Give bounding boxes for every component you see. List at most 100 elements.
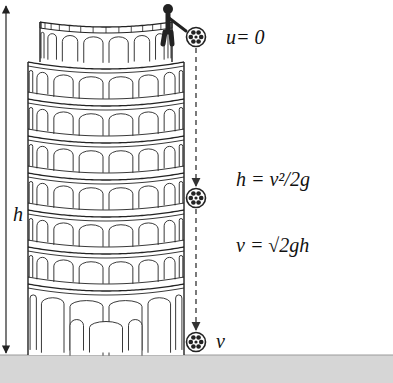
ball-hole	[196, 191, 201, 196]
cornice-line	[28, 140, 184, 147]
ball-hole	[199, 35, 204, 40]
cornice-line	[28, 240, 184, 247]
fall-path-arrow	[195, 48, 196, 186]
arch	[41, 32, 44, 58]
arch	[164, 146, 175, 168]
cornice-line	[28, 166, 184, 173]
cornice-line	[28, 99, 184, 106]
ball-hole	[199, 340, 204, 345]
railing-post	[152, 25, 153, 31]
railing-post	[59, 25, 60, 31]
arch	[54, 260, 73, 282]
height-label: h	[12, 203, 24, 225]
arch	[109, 37, 128, 63]
arch	[29, 256, 33, 278]
cornice-line	[40, 28, 172, 33]
ball-hole	[196, 200, 201, 205]
cornice-line	[28, 136, 184, 143]
ball-hub	[194, 340, 197, 343]
arch	[134, 36, 149, 62]
tower	[28, 22, 184, 356]
ball-hub	[194, 35, 197, 38]
ball-hub	[194, 196, 197, 199]
railing-post	[160, 24, 161, 30]
arch	[179, 182, 183, 204]
arch	[37, 109, 48, 131]
arch	[109, 77, 133, 99]
arch	[139, 186, 158, 208]
arch	[164, 257, 175, 279]
cornice-line	[28, 277, 184, 284]
railing-post	[93, 27, 94, 33]
ball-hole	[196, 39, 201, 44]
arch	[37, 220, 48, 242]
ball-rim	[187, 28, 206, 47]
ball-hole	[191, 335, 196, 340]
arch	[148, 298, 171, 353]
cornice-line	[28, 251, 184, 258]
ball-hole	[196, 344, 201, 349]
balls	[187, 28, 206, 352]
ball-hole	[191, 200, 196, 205]
arch	[179, 108, 183, 130]
arch	[54, 75, 73, 97]
ball-hole	[196, 30, 201, 35]
height-arrow	[5, 6, 6, 353]
velocity-formula: v = √2gh	[236, 234, 309, 256]
ball-rim	[187, 189, 206, 208]
railing-post	[41, 22, 42, 28]
cornice-line	[28, 103, 184, 110]
ball	[187, 28, 206, 47]
arch	[176, 295, 182, 350]
ball	[187, 189, 206, 208]
railing-post	[131, 26, 132, 32]
person	[163, 4, 186, 44]
railing-post	[69, 25, 70, 31]
arch	[164, 109, 175, 131]
cornice-line	[28, 210, 184, 217]
arch	[139, 112, 158, 134]
cornice-line	[28, 66, 184, 73]
arch	[109, 188, 133, 210]
arch	[41, 298, 64, 353]
arch	[90, 322, 123, 353]
arch	[62, 36, 77, 62]
arch	[29, 71, 33, 93]
cornice-line	[28, 203, 184, 210]
arch	[139, 260, 158, 282]
railing-post	[45, 23, 46, 29]
person-arm	[169, 18, 186, 31]
arch	[48, 34, 57, 60]
arch	[79, 114, 103, 136]
arch	[37, 257, 48, 279]
ball-hole	[189, 340, 194, 345]
arch	[109, 262, 133, 284]
initial-velocity: u= 0	[226, 26, 265, 48]
cornice-line	[28, 129, 184, 136]
ball-rim	[187, 333, 206, 352]
ball	[187, 333, 206, 352]
arch	[54, 186, 73, 208]
arch	[84, 37, 103, 63]
arch	[29, 182, 33, 204]
fall-path-arrow	[195, 209, 196, 330]
arch	[29, 219, 33, 241]
ball-hole	[191, 191, 196, 196]
arch	[139, 149, 158, 171]
tower-outline	[28, 22, 184, 355]
arch	[29, 145, 33, 167]
final-velocity: v	[216, 330, 225, 352]
arch	[109, 225, 133, 247]
arch	[79, 262, 103, 284]
arch	[79, 225, 103, 247]
arch	[54, 149, 73, 171]
arch	[139, 75, 158, 97]
arch	[164, 72, 175, 94]
arch	[30, 295, 36, 350]
cornice-line	[28, 177, 184, 184]
arch	[164, 183, 175, 205]
tower-body	[28, 22, 184, 355]
cornice-line	[28, 284, 184, 291]
cornice-line	[40, 22, 172, 27]
arch	[37, 72, 48, 94]
